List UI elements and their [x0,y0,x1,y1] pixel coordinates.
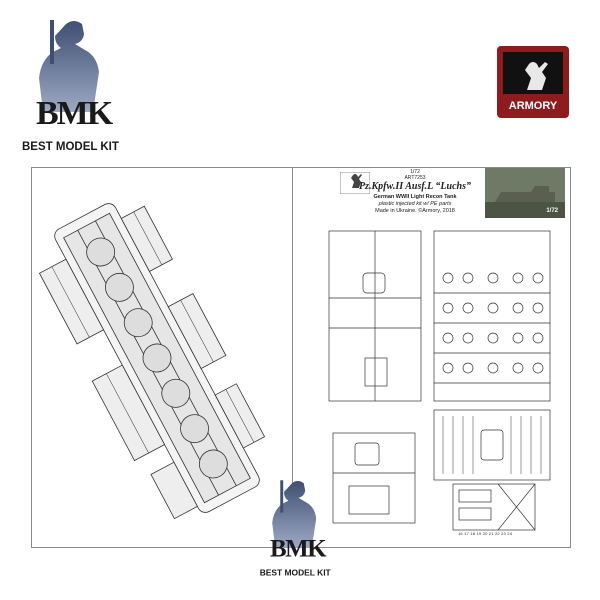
soldier-silhouette-icon: BMK BEST MODEL KIT [22,20,119,153]
instruction-panel-left [31,167,294,548]
bmk-tagline: BEST MODEL KIT [260,568,332,578]
armory-mini-logo [339,171,371,195]
sprue-tracks [433,409,551,481]
box-art-tank-icon [495,186,555,202]
kit-scale: 1/72 [410,169,420,175]
bmk-logo-top: BMK BEST MODEL KIT [6,6,156,156]
tank-assembly-drawing [38,203,266,520]
armory-soldier-icon [525,62,548,90]
kit-made-in: Made in Ukraine. ©Armory, 2018 [375,208,455,214]
bmk-letters: BMK [270,536,327,563]
bmk-logo-bottom: BMK BEST MODEL KIT [248,470,358,580]
kit-type: plastic injected kit w/ PE parts [378,201,452,207]
kit-code: ART7253 [404,175,426,181]
armory-logo: ARMORY [497,46,569,118]
bmk-tagline: BEST MODEL KIT [22,141,119,153]
armory-name: ARMORY [509,100,558,112]
box-art-scale: 1/72 [546,208,558,214]
box-art-thumbnail [485,168,565,218]
bmk-letters: BMK [36,95,114,132]
instruction-panel-right [292,167,571,548]
kit-subtitle: German WWII Light Recon Tank [373,194,457,200]
sprue-c [332,432,416,524]
armory-mini-soldier-icon [351,174,362,188]
pe-part-numbers: 16 17 18 19 20 21 22 23 24 [458,531,513,536]
sprue-b [433,230,551,402]
kit-title: Pz.Kpfw.II Ausf.L “Luchs” [359,181,471,192]
sprue-diagram [328,230,551,531]
photo-etch-fret [452,483,536,531]
soldier-silhouette-icon: BMK BEST MODEL KIT [260,480,332,578]
